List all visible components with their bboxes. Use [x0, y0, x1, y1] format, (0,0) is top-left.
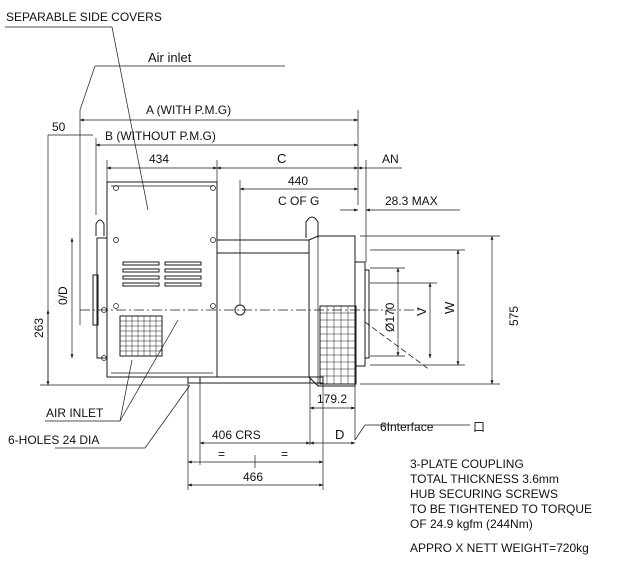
holes-label: 6-HOLES 24 DIA	[8, 433, 99, 447]
labels: SEPARABLE SIDE COVERS Air inlet A (WITH …	[6, 10, 521, 484]
note-line-2: TOTAL THICKNESS 3.6mm	[410, 472, 559, 486]
dim-b-label: B (WITHOUT P.M.G)	[105, 129, 216, 143]
pmg-endcap	[96, 237, 108, 359]
note-line-4: TO BE TIGHTENED TO TORQUE	[410, 502, 592, 516]
weight-label: APPRO X NETT WEIGHT=720kg	[410, 541, 589, 555]
vent-louvres	[122, 261, 202, 287]
main-frame	[216, 252, 310, 378]
eq-1-label: =	[218, 447, 225, 461]
eq-2-label: =	[281, 447, 288, 461]
dim-d-label: D	[335, 427, 344, 442]
dim-466-label: 466	[243, 470, 263, 484]
interface-box-label: 口	[473, 420, 485, 434]
dim-575-label: 575	[507, 306, 521, 326]
interface-label: 6Interface	[380, 420, 434, 434]
phi-170-label: Ø170	[383, 302, 397, 332]
v-label: V	[414, 307, 429, 316]
dim-179-2-label: 179.2	[317, 392, 347, 406]
lifting-eye-right	[305, 216, 319, 238]
lifting-eye-left	[95, 219, 105, 236]
note-line-5: OF 24.9 kgfm (244Nm)	[410, 517, 533, 531]
dim-28-3-label: 28.3 MAX	[385, 194, 438, 208]
generator-body	[80, 181, 431, 387]
drive-end-grille	[319, 305, 357, 385]
dim-an-label: AN	[382, 152, 399, 166]
separable-side-covers-label: SEPARABLE SIDE COVERS	[6, 10, 162, 24]
w-label: W	[442, 301, 457, 314]
dim-c-label: C	[277, 151, 286, 166]
od-label: 0/D	[56, 286, 70, 305]
dim-440-label: 440	[288, 174, 308, 188]
note-line-1: 3-PLATE COUPLING	[410, 457, 524, 471]
air-inlet-top-label: Air inlet	[148, 50, 192, 65]
coupling-notes: 3-PLATE COUPLING TOTAL THICKNESS 3.6mm H…	[410, 457, 592, 555]
c-of-g-label: C OF G	[278, 194, 319, 208]
mounting-feet	[187, 376, 324, 384]
dim-50-label: 50	[52, 120, 66, 134]
dim-a-label: A (WITH P.M.G)	[146, 103, 231, 117]
dimension-lines	[5, 26, 500, 490]
dim-434-label: 434	[149, 152, 169, 166]
note-line-3: HUB SECURING SCREWS	[410, 487, 558, 501]
air-inlet-bottom-label: AIR INLET	[46, 406, 104, 420]
dim-263-label: 263	[32, 318, 46, 338]
dim-406-crs-label: 406 CRS	[212, 428, 261, 442]
